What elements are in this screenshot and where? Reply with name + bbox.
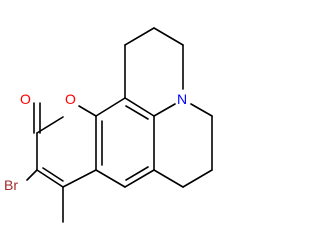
bond-c4b-c5 (124, 169, 155, 188)
bond-ch2b-ch2c (153, 27, 184, 46)
bond-c8b-n (153, 103, 176, 117)
carbonyl-oxygen-label: O (20, 91, 31, 107)
bond-c4-c4a (62, 169, 97, 188)
bond-c5-c4a (95, 169, 126, 188)
ring-oxygen-label: O (65, 91, 76, 107)
structure-diagram: O O N Br (4, 27, 213, 223)
bonds (26, 27, 213, 223)
bond-c3-br (26, 169, 38, 181)
bromine-label: Br (4, 177, 18, 193)
bond-ch2e-ch2f (182, 169, 213, 188)
bond-c8a-c8 (95, 97, 126, 117)
bond-c8-c8b-inner (125, 105, 149, 120)
bond-c4b-c5-inner (125, 166, 149, 181)
bond-c8-c8b (124, 97, 155, 117)
bond-o1-c8a (78, 105, 97, 117)
bond-n-ch2d (190, 103, 213, 117)
bond-ch2a-ch2b (124, 27, 155, 46)
nitrogen-label: N (177, 91, 187, 107)
bond-ch2f-c4b (153, 169, 184, 188)
bond-c3-c4-inner (42, 167, 64, 182)
atom-labels: O O N Br (4, 91, 187, 193)
molecule-canvas: O O N Br (4, 27, 213, 223)
bond-c2-o1 (36, 116, 64, 134)
bond-c3-c4 (36, 169, 64, 188)
